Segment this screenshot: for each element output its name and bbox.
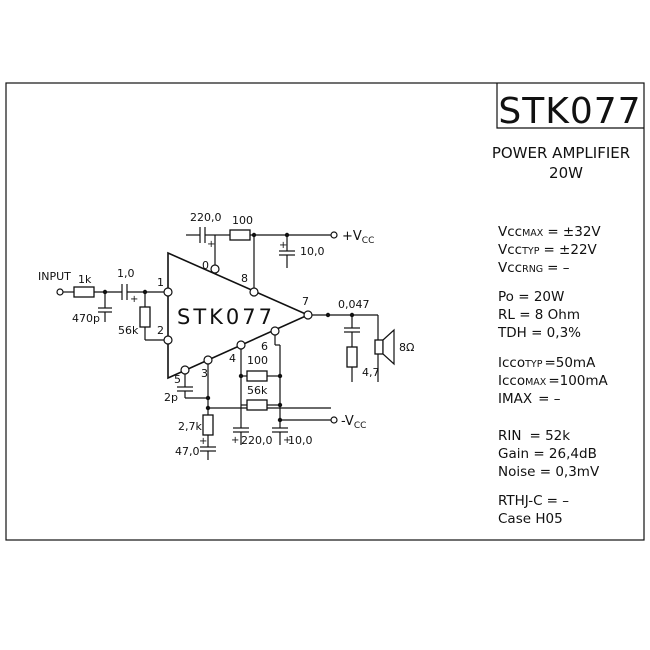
resistor-56k-bottom [246,399,268,411]
pin-2-label: 2 [157,324,164,337]
pin-6-label: 6 [261,340,268,353]
pin-5-label: 5 [174,373,181,386]
resistor-2-7k [202,414,214,436]
pin-5 [180,365,190,375]
speaker-label: 8Ω [399,341,414,354]
c-220-bot-polarity: + [231,435,239,446]
c-in-label: 1,0 [117,267,135,280]
pin-7-label: 7 [302,295,309,308]
subtitle-line2: 20W [549,164,583,182]
c-10-top-label: 10,0 [300,245,325,258]
spec-rthj: RTHJ-C= – [498,493,569,509]
spec-vcc-typ: VccTYP= ±22V [498,242,598,258]
c-in-polarity: + [130,294,138,305]
schematic: STK077 INPUT 1k 470p 1,0 + 56k 1 2 [38,211,414,460]
pin-8 [249,287,259,297]
part-number-title: STK077 [498,91,641,132]
pin-8-label: 8 [241,272,248,285]
r-100-top-label: 100 [232,214,253,227]
chip-label: STK077 [177,305,275,329]
r-27k-label: 2,7k [178,420,202,433]
resistor-56k-input [139,306,151,328]
pin-3-label: 3 [201,367,208,380]
spec-icco-max: IccoMAX=100mA [498,373,609,389]
speaker-icon [374,339,384,355]
title-block: STK077 [496,83,644,132]
page-border [5,82,645,541]
spec-vcc-max: VccMAX= ±32V [498,224,601,240]
r-100-bot-label: 100 [247,354,268,367]
specs-panel: VccMAX= ±32V VccTYP= ±22V VccRNG= – Po =… [497,224,609,527]
spec-rin: RIN= 52k [498,428,570,444]
spec-noise: Noise = 0,3mV [498,464,600,480]
spec-gain: Gain = 26,4dB [498,446,597,462]
c-470p-label: 470p [72,312,100,325]
resistor-1k [73,286,95,298]
c-220-top-label: 220,0 [190,211,222,224]
spec-imax: IMAX= – [498,391,561,407]
pin-7 [303,310,313,320]
pin-0-label: 0 [202,259,209,272]
supply-pos-label: +VCC [342,229,374,246]
pin-1 [163,287,173,297]
c-0047-label: 0,047 [338,298,370,311]
c-220-bot-label: 220,0 [241,434,273,447]
resistor-100-bottom [246,370,268,382]
supply-neg-label: -VCC [341,414,366,431]
c-10-bot-polarity: + [283,435,291,446]
resistor-4-7 [346,346,358,368]
pin-4-label: 4 [229,352,236,365]
input-label: INPUT [38,270,71,283]
c-220-top-polarity: + [207,239,215,250]
r-56k-bot-label: 56k [247,384,268,397]
c-47-label: 47,0 [175,445,200,458]
c-10-top-polarity: + [279,240,287,251]
pin-6 [270,326,280,336]
c-2p-label: 2p [164,391,178,404]
spec-case: Case H05 [498,511,563,527]
r-56k-in-label: 56k [118,324,139,337]
subtitle-line1: POWER AMPLIFIER [492,144,630,162]
spec-tdh: TDH = 0,3% [497,325,581,341]
spec-po: Po = 20W [498,289,564,305]
pin-1-label: 1 [157,276,164,289]
c-10-bot-label: 10,0 [288,434,313,447]
spec-rl: RL = 8 Ohm [498,307,580,323]
pin-3 [203,355,213,365]
spec-vcc-rng: VccRNG= – [498,260,570,276]
pin-0 [210,264,220,274]
resistor-100-top [229,229,251,241]
c-47-polarity: + [199,436,207,447]
pin-4 [236,340,246,350]
spec-icco-typ: IccoTYP=50mA [498,355,596,371]
r-in-label: 1k [78,273,92,286]
r-47-label: 4,7 [362,366,380,379]
pin-2 [163,335,173,345]
